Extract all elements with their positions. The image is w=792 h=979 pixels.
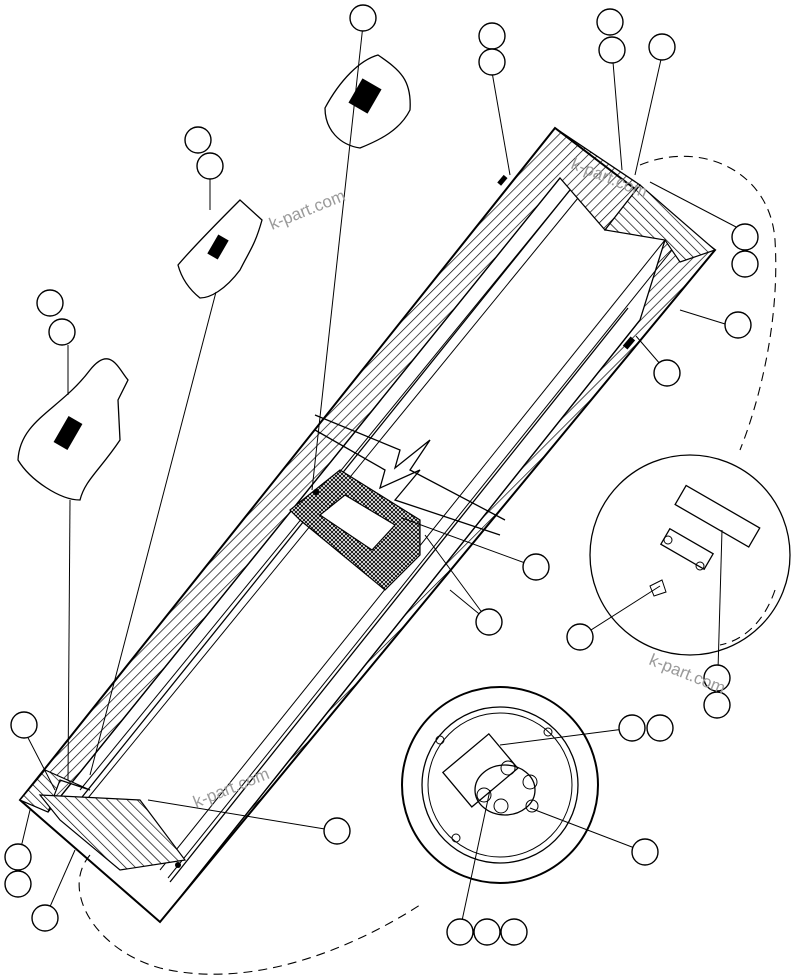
break-line-upper (314, 414, 506, 521)
callout (4, 870, 32, 898)
seal-detail-3 (324, 54, 411, 149)
callout (475, 608, 503, 636)
callout (596, 8, 624, 36)
gland-disk (401, 686, 599, 884)
callout (478, 22, 506, 50)
callout (196, 152, 224, 180)
callout (618, 714, 646, 742)
callout (724, 311, 752, 339)
callout (349, 4, 377, 32)
cylinder-body (18, 126, 717, 924)
callout (478, 48, 506, 76)
callout (631, 838, 659, 866)
gland-window (318, 494, 396, 551)
callout (446, 918, 474, 946)
leader-lines (17, 24, 739, 931)
callout (4, 843, 32, 871)
end-cap-right (603, 184, 717, 263)
callout (653, 359, 681, 387)
callout (646, 714, 674, 742)
end-cap-left (19, 769, 91, 813)
cap-slot (659, 527, 715, 571)
callout (10, 711, 38, 739)
watermark: k-part.com (266, 186, 348, 234)
piston-block (38, 794, 187, 871)
callout (598, 36, 626, 64)
callout (36, 289, 64, 317)
callout (522, 553, 550, 581)
callout-bubbles (4, 4, 759, 946)
seal-detail-1 (17, 358, 129, 501)
detail-circle-cap (589, 454, 791, 656)
seal-detail-2 (177, 199, 263, 299)
dashed-envelope-bottom (78, 854, 421, 975)
callout (703, 664, 731, 692)
callout (500, 918, 528, 946)
callout (48, 318, 76, 346)
callout (473, 918, 501, 946)
callout (31, 904, 59, 932)
callout (731, 250, 759, 278)
callout (566, 623, 594, 651)
callout (184, 126, 212, 154)
callout (323, 817, 351, 845)
callout (731, 223, 759, 251)
cap-plate (674, 484, 761, 548)
callout (703, 691, 731, 719)
dashed-envelope-right (639, 155, 777, 646)
callout (648, 33, 676, 61)
